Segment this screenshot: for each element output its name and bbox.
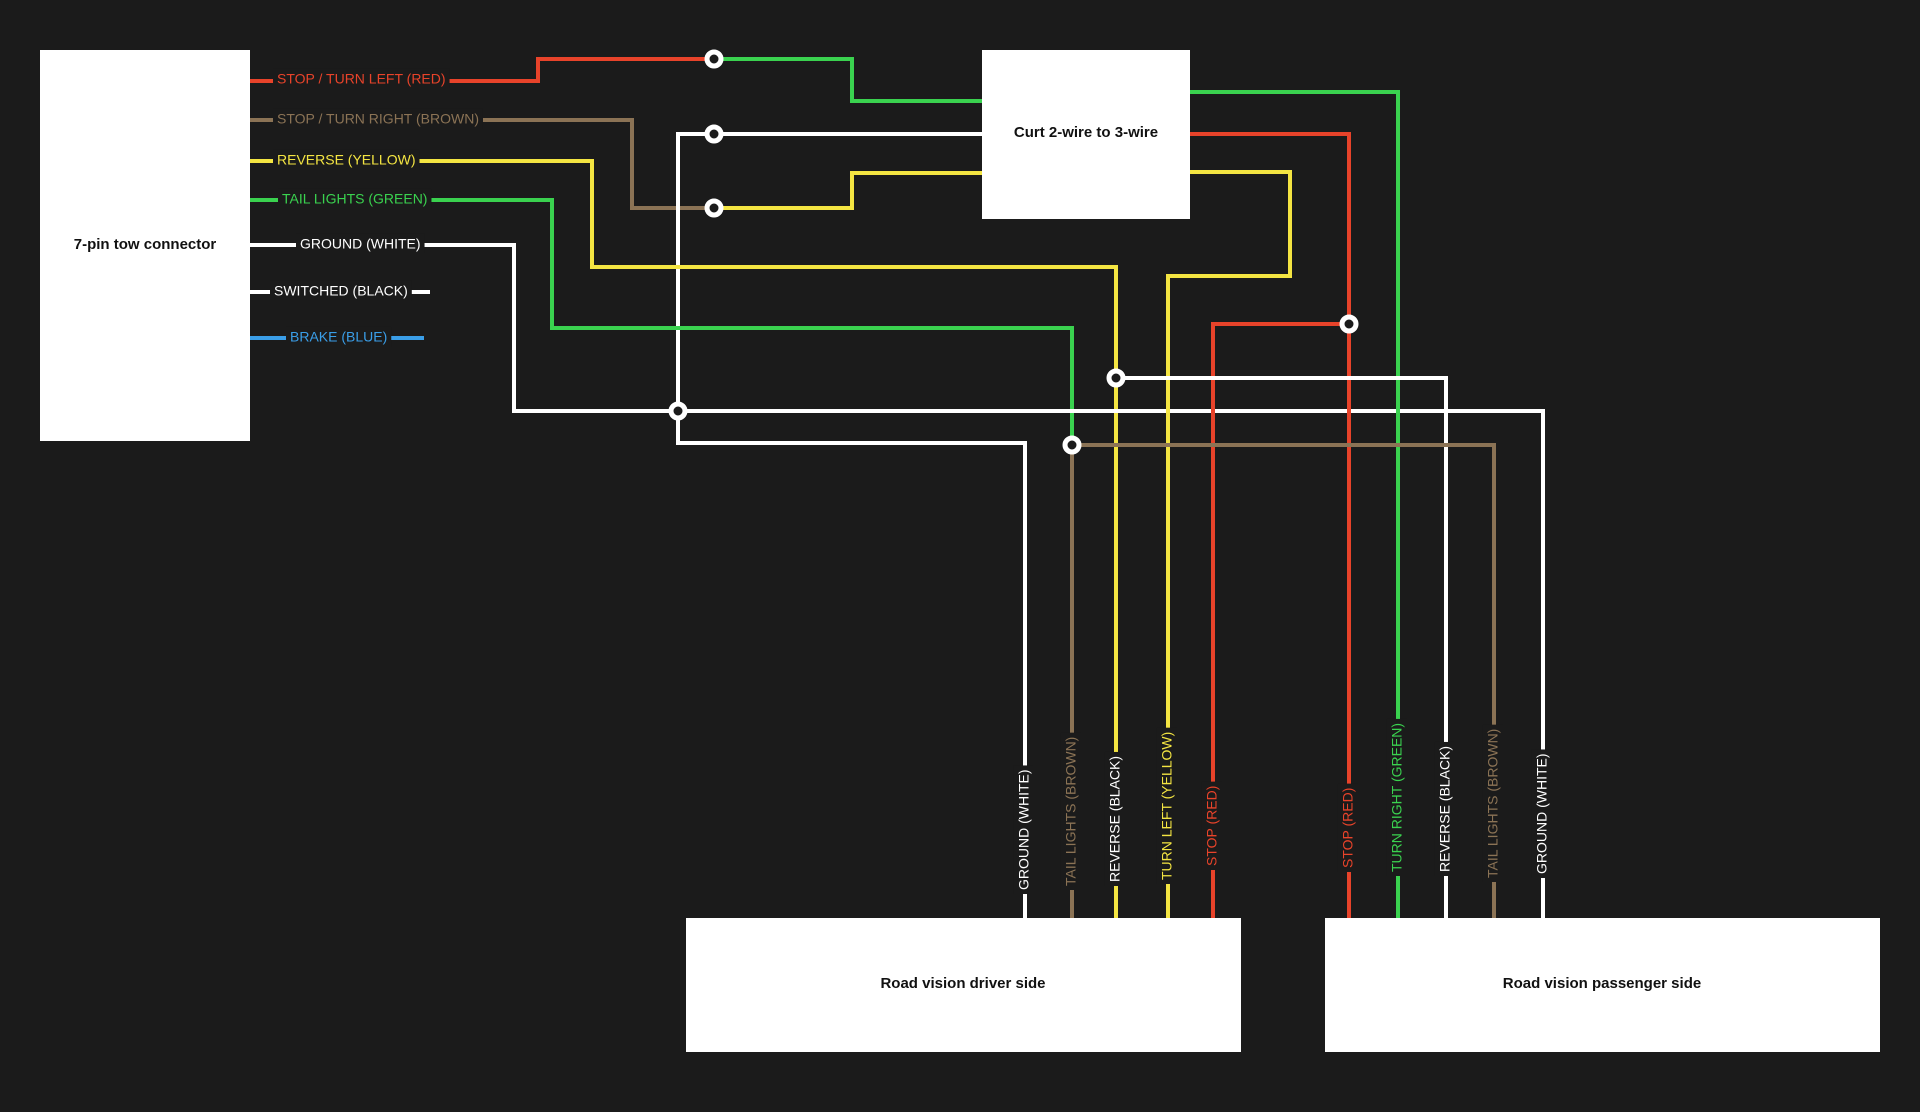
label-background — [1201, 781, 1222, 870]
passenger-label-tail-lights: TAIL LIGHTS (BROWN) — [1485, 729, 1501, 878]
junction-white-converter — [704, 124, 724, 144]
passenger-side-box — [1325, 918, 1880, 1052]
driver-label-stop: STOP (RED) — [1204, 786, 1220, 866]
pin-label-switched: SWITCHED (BLACK) — [274, 283, 408, 299]
passenger-label-ground: GROUND (WHITE) — [1534, 753, 1550, 874]
driver-label-ground: GROUND (WHITE) — [1016, 769, 1032, 890]
wire-white-converter-ground — [676, 132, 1027, 918]
pin-label-ground: GROUND (WHITE) — [300, 236, 421, 252]
label-background — [273, 108, 483, 129]
wire-red-converter-out — [1190, 132, 1351, 918]
label-background — [273, 149, 420, 170]
label-background — [296, 233, 425, 254]
label-background — [1156, 727, 1177, 884]
driver-label-reverse: REVERSE (BLACK) — [1107, 756, 1123, 882]
driver-side-title: Road vision driver side — [880, 975, 1045, 992]
pin-label-tail-lights: TAIL LIGHTS (GREEN) — [282, 191, 427, 207]
junction-stop-red — [1339, 314, 1359, 334]
label-background — [278, 188, 432, 209]
wire-brown-tail-lights — [1070, 443, 1496, 918]
passenger-label-reverse: REVERSE (BLACK) — [1437, 746, 1453, 872]
pin-label-stop-turn-right: STOP / TURN RIGHT (BROWN) — [277, 111, 479, 127]
wire-yellow-reverse — [250, 159, 1118, 918]
label-background — [270, 280, 412, 301]
driver-label-turn-left: TURN LEFT (YELLOW) — [1159, 732, 1175, 880]
label-background — [1060, 732, 1081, 890]
label-background — [1434, 741, 1455, 876]
tow-connector-title: 7-pin tow connector — [74, 236, 217, 253]
driver-side-box — [686, 918, 1241, 1052]
passenger-side-title: Road vision passenger side — [1503, 975, 1701, 992]
label-background — [1337, 783, 1358, 872]
converter-title: Curt 2-wire to 3-wire — [1014, 124, 1158, 141]
wire-yellow-turn-left-out — [1166, 170, 1292, 918]
passenger-label-turn-right: TURN RIGHT (GREEN) — [1389, 723, 1405, 872]
label-background — [1013, 765, 1034, 894]
label-background — [1386, 718, 1407, 876]
tow-connector-box — [40, 50, 250, 441]
pin-label-stop-turn-left: STOP / TURN LEFT (RED) — [277, 71, 446, 87]
wire-green-tail-lights — [250, 198, 1074, 445]
junction-white-ground — [668, 401, 688, 421]
wire-yellow-converter-in — [714, 171, 982, 210]
driver-label-tail-lights: TAIL LIGHTS (BROWN) — [1063, 737, 1079, 886]
converter-box — [982, 50, 1190, 219]
pin-label-brake: BRAKE (BLUE) — [290, 329, 387, 345]
label-background — [1531, 749, 1552, 878]
label-background — [1104, 751, 1125, 886]
wire-white-reverse-passenger — [1116, 376, 1448, 918]
junction-reverse — [1106, 368, 1126, 388]
pin-label-reverse: REVERSE (YELLOW) — [277, 152, 415, 168]
wire-white-ground-main — [250, 243, 1545, 918]
wire-green-converter-in — [714, 57, 982, 103]
wire-green-turn-right-out — [1190, 90, 1400, 918]
label-background — [273, 68, 450, 89]
junction-red-green — [704, 49, 724, 69]
wire-red-stop-driver — [1211, 322, 1349, 918]
passenger-label-stop: STOP (RED) — [1340, 788, 1356, 868]
label-background — [286, 326, 392, 347]
junction-tail-lights — [1062, 435, 1082, 455]
label-background — [1482, 724, 1503, 882]
junction-brown-yellow — [704, 198, 724, 218]
